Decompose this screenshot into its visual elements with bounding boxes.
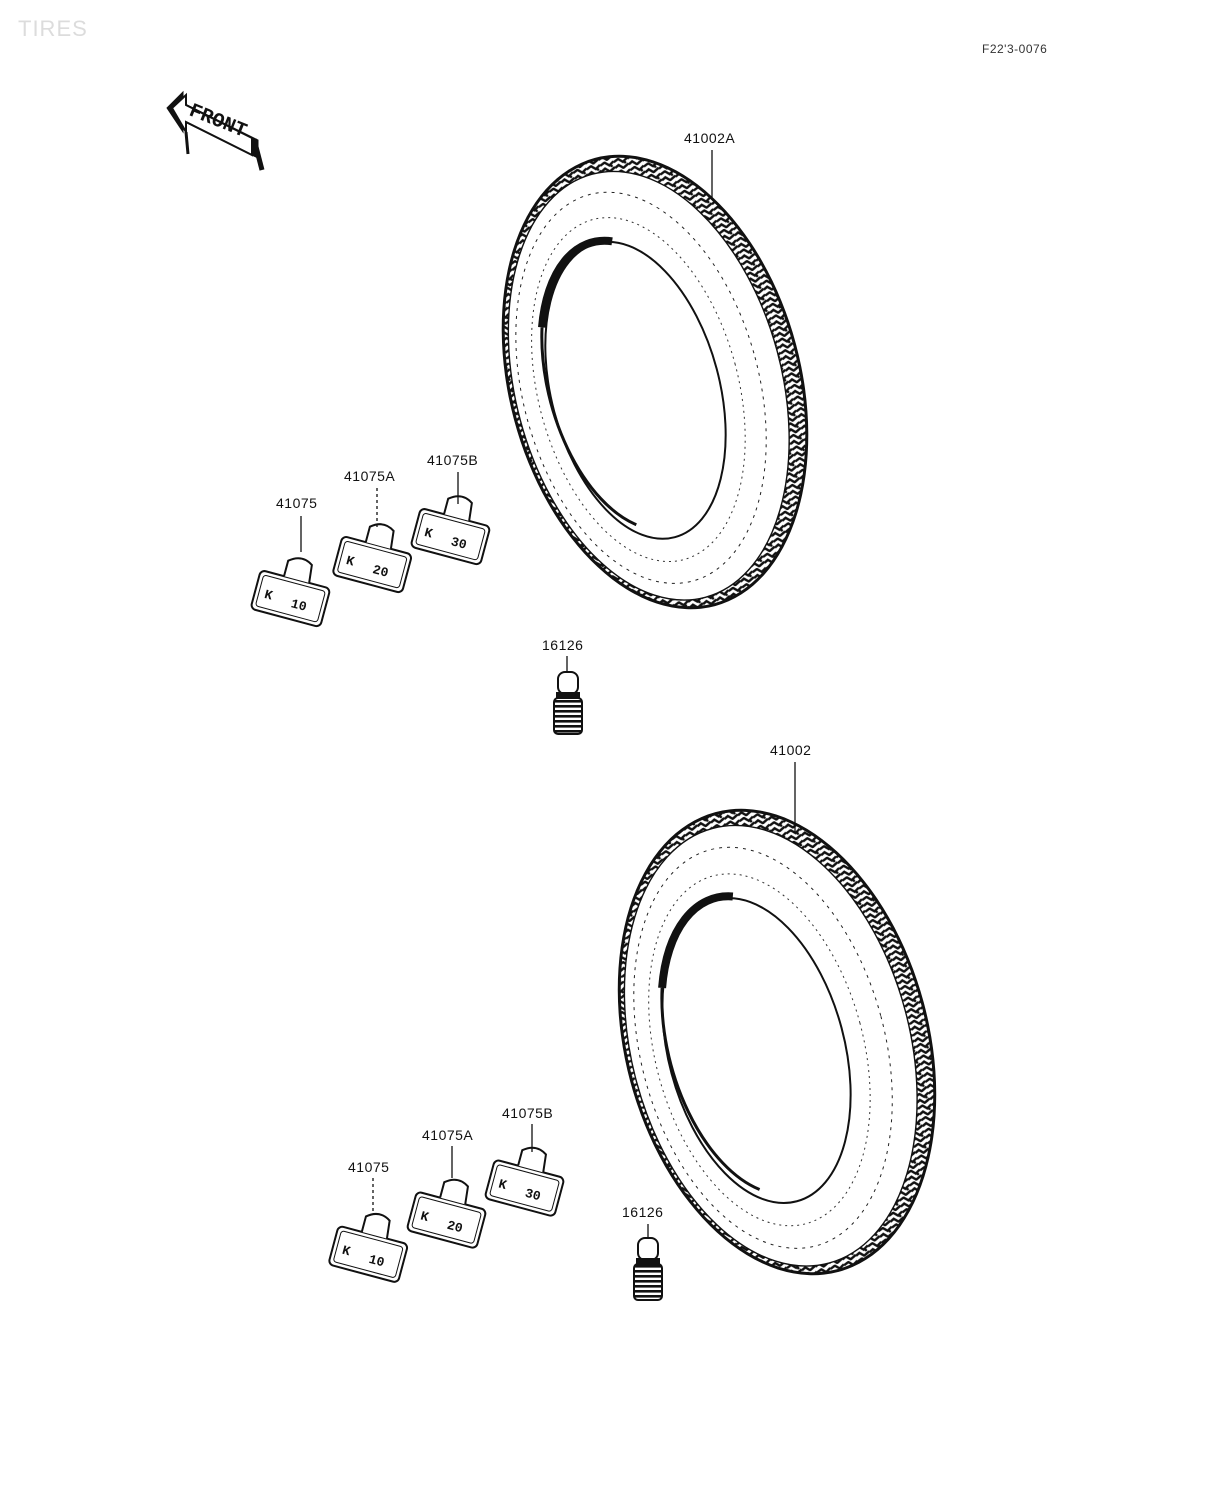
lower-weight-a-marking: 20 (445, 1218, 464, 1237)
upper-weight-b: K 30 (410, 495, 491, 566)
lower-weight-label: 41075 (348, 1159, 390, 1175)
svg-text:K: K (419, 1209, 431, 1226)
lower-weight-a-label: 41075A (422, 1127, 474, 1143)
svg-text:K: K (344, 553, 356, 570)
upper-tire (501, 154, 809, 610)
figure-code: F22'3-0076 (982, 42, 1048, 56)
upper-valve-label: 16126 (542, 637, 584, 653)
lower-valve-label: 16126 (622, 1204, 664, 1220)
upper-weight-marking: 10 (289, 596, 308, 615)
section-title: TIRES (18, 16, 88, 41)
upper-weight-b-label: 41075B (427, 452, 479, 468)
front-arrow: FRONT (166, 90, 265, 171)
upper-weight-label: 41075 (276, 495, 318, 511)
svg-text:K: K (341, 1243, 353, 1260)
lower-weight-b: K 30 (484, 1146, 565, 1217)
lower-weight-b-label: 41075B (502, 1105, 554, 1121)
upper-weight: K 10 (250, 557, 331, 628)
lower-weight: K 10 (328, 1212, 409, 1283)
svg-text:K: K (263, 587, 275, 604)
upper-weight-b-marking: 30 (449, 534, 468, 553)
upper-tire-label: 41002A (684, 130, 736, 146)
upper-valve (553, 671, 583, 735)
leader-lines (300, 150, 796, 1238)
lower-tire (617, 808, 937, 1276)
svg-text:K: K (423, 525, 435, 542)
lower-valve (633, 1237, 663, 1301)
upper-weight-a-marking: 20 (371, 562, 390, 581)
svg-text:K: K (497, 1177, 509, 1194)
upper-weight-a: K 20 (332, 523, 413, 594)
lower-weight-marking: 10 (367, 1252, 386, 1271)
upper-weight-a-label: 41075A (344, 468, 396, 484)
lower-weight-a: K 20 (406, 1178, 487, 1249)
lower-tire-label: 41002 (770, 742, 812, 758)
lower-weight-b-marking: 30 (523, 1186, 542, 1205)
